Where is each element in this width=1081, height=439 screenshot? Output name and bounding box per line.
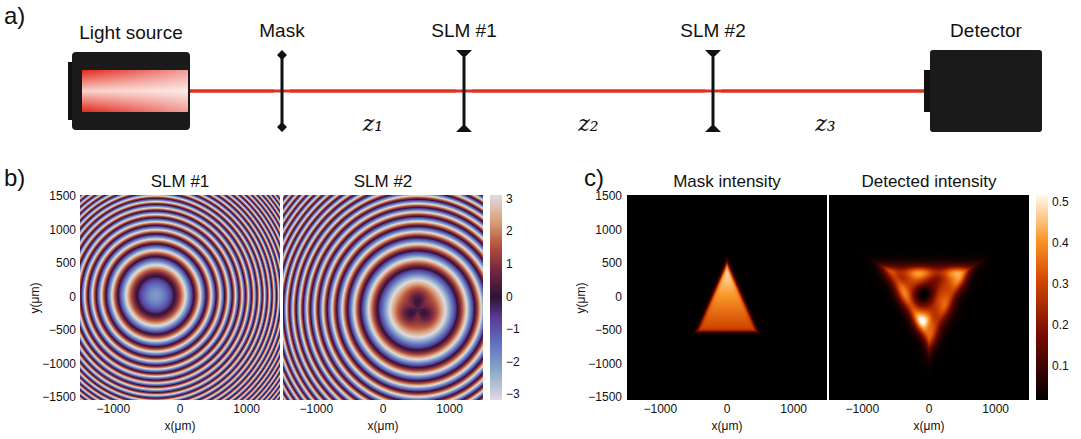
mask-intensity-image: [627, 195, 827, 400]
axis-tick: 1000: [49, 224, 76, 238]
source-glow: [82, 70, 188, 112]
axis-tick: 500: [602, 257, 622, 271]
colorbar-tick: 0.1: [1052, 360, 1069, 374]
slm-end: [705, 50, 721, 132]
axis-tick: 0: [380, 403, 387, 417]
beam-segment: [190, 90, 274, 93]
detected-intensity-image: [829, 195, 1029, 400]
axis-tick: 0: [177, 403, 184, 417]
node-outline: [274, 50, 290, 132]
axis-label: x(μm): [712, 420, 743, 434]
intensity-colorbar: [1036, 195, 1048, 400]
colorbar-tick: 0.3: [1052, 278, 1069, 292]
slm2-phase-image: [283, 195, 483, 400]
axis-tick: −500: [595, 324, 622, 338]
component-label: Light source: [79, 22, 183, 44]
axis-tick: −1000: [643, 403, 677, 417]
mask-line: [281, 54, 284, 128]
panel-letter: a): [4, 2, 25, 30]
distance-label: z₁: [363, 111, 383, 136]
slm-line: [712, 54, 715, 128]
axis-tick: 0: [926, 403, 933, 417]
beam-segment: [472, 90, 705, 93]
axis-tick: −1000: [42, 358, 76, 372]
mask-symbol: Mask: [274, 50, 290, 132]
axis-tick: 0: [724, 403, 731, 417]
colorbar-tick: −1: [506, 323, 520, 337]
axis-tick: 1500: [49, 190, 76, 204]
axis-tick: 0: [615, 291, 622, 305]
axis-tick: 1000: [233, 403, 260, 417]
axis-label: x(μm): [368, 420, 399, 434]
node-outline: [930, 50, 1042, 132]
panel-title: Detected intensity: [861, 172, 996, 192]
distance-label: z₃: [815, 111, 835, 136]
beam-segment: [721, 90, 930, 93]
detector-housing: [930, 50, 1042, 132]
colorbar-tick: 0.4: [1052, 237, 1069, 251]
panel-title: SLM #1: [151, 172, 210, 192]
mask-end: [277, 50, 287, 132]
colorbar-tick: 0: [506, 291, 513, 305]
distance-label: z₂: [578, 111, 598, 136]
axis-label: x(μm): [914, 420, 945, 434]
axis-tick: −1500: [42, 391, 76, 405]
component-label: SLM #2: [680, 20, 745, 42]
colorbar-tick: 0.5: [1052, 196, 1069, 210]
light-beam: [190, 90, 930, 93]
axis-tick: −1000: [845, 403, 879, 417]
axis-tick: −1000: [299, 403, 333, 417]
slm1-phase-image: [80, 195, 280, 400]
source-housing: [72, 52, 190, 130]
axis-tick: −500: [49, 324, 76, 338]
axis-label: y(μm): [29, 282, 43, 313]
slm-end: [456, 50, 472, 132]
beam-segment: [290, 90, 456, 93]
panel-title: Mask intensity: [673, 172, 781, 192]
light-source-box: Light source: [72, 52, 190, 130]
node-outline: [72, 52, 190, 130]
slm-symbol: SLM #1: [456, 50, 472, 132]
component-label: Mask: [259, 20, 304, 42]
detector-box: Detector: [930, 50, 1042, 132]
source-beam: [82, 70, 188, 112]
axis-tick: −1000: [588, 358, 622, 372]
slm-symbol: SLM #2: [705, 50, 721, 132]
colorbar-tick: 3: [506, 193, 513, 207]
axis-tick: 1000: [982, 403, 1009, 417]
axis-tick: 1000: [595, 224, 622, 238]
axis-tick: 1000: [436, 403, 463, 417]
panel-letter: b): [4, 164, 25, 192]
colorbar-tick: −3: [506, 388, 520, 402]
colorbar-tick: 2: [506, 225, 513, 239]
axis-label: x(μm): [165, 420, 196, 434]
axis-label: y(μm): [575, 282, 589, 313]
phase-colorbar: [490, 195, 502, 400]
axis-tick: 1500: [595, 190, 622, 204]
node-outline: [705, 50, 721, 132]
colorbar-tick: 1: [506, 258, 513, 272]
colorbar-tick: −2: [506, 356, 520, 370]
axis-tick: 500: [56, 257, 76, 271]
axis-tick: −1000: [96, 403, 130, 417]
panel-letter: c): [584, 164, 604, 192]
axis-tick: 0: [69, 291, 76, 305]
component-label: Detector: [950, 20, 1022, 42]
slm-line: [463, 54, 466, 128]
panel-title: SLM #2: [354, 172, 413, 192]
axis-tick: −1500: [588, 391, 622, 405]
node-outline: [456, 50, 472, 132]
colorbar-tick: 0.2: [1052, 319, 1069, 333]
component-label: SLM #1: [431, 20, 496, 42]
axis-tick: 1000: [780, 403, 807, 417]
